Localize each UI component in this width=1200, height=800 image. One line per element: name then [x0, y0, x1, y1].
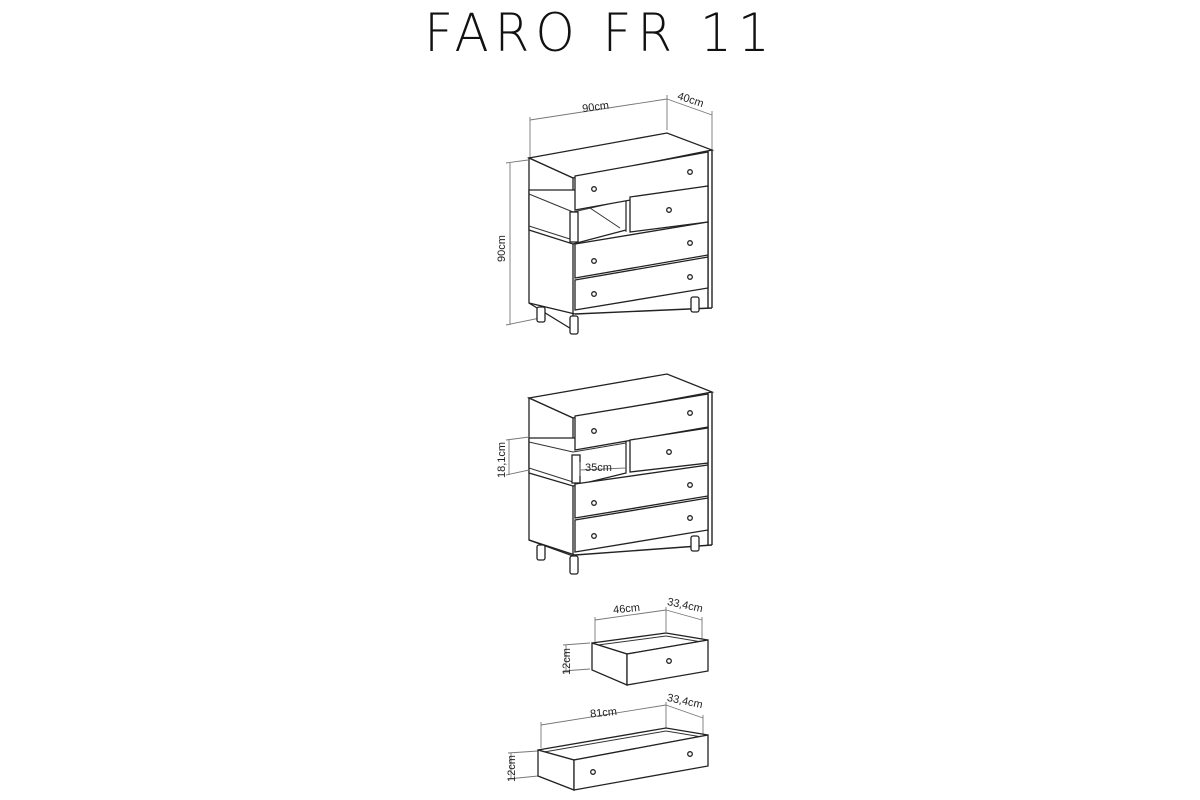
dresser-shelf-view: 18,1cm 35cm	[496, 373, 715, 575]
drawer-3	[574, 221, 709, 279]
dimension-lines	[505, 95, 713, 326]
large-drawer-view: 81cm 33,4cm 12cm	[506, 692, 709, 791]
large-drawer-dimensions	[507, 702, 704, 780]
shelf-height-dimension	[505, 436, 530, 476]
small-drawer-height-label: 12cm	[561, 648, 573, 675]
small-drawer-width-label: 46cm	[613, 602, 641, 617]
small-drawer-dimensions	[562, 607, 703, 672]
small-drawer-depth-label: 33,4cm	[666, 596, 704, 615]
dresser-body	[526, 132, 715, 335]
drawer-4	[574, 256, 709, 311]
large-drawer-height-label: 12cm	[506, 755, 518, 782]
shelf-height-label: 18,1cm	[496, 442, 508, 478]
large-drawer-width-label: 81cm	[590, 706, 618, 721]
product-title: FARO FR 11	[424, 2, 776, 64]
dresser-overall-view: 90cm 40cm 90cm	[496, 90, 715, 335]
width-label: 90cm	[581, 100, 609, 116]
dresser-body-2	[526, 373, 715, 575]
large-drawer-depth-label: 33,4cm	[666, 692, 704, 711]
height-label: 90cm	[496, 235, 508, 262]
shelf-width-label: 35cm	[585, 462, 612, 474]
small-drawer-view: 46cm 33,4cm 12cm	[561, 596, 709, 686]
